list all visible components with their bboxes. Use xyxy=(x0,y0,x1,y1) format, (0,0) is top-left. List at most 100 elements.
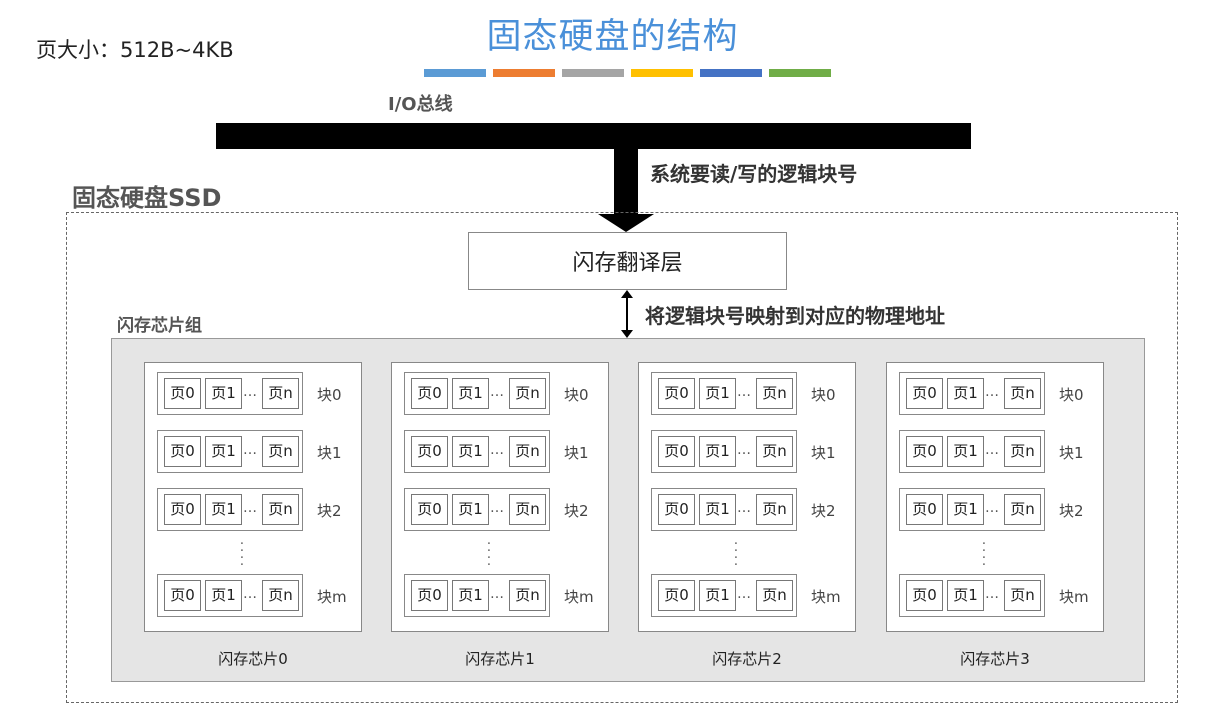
flash-page: 页n xyxy=(509,378,546,409)
flash-page: 页0 xyxy=(658,436,695,467)
ftl-label: 闪存翻译层 xyxy=(572,251,683,276)
block-label: 块2 xyxy=(1059,502,1084,520)
page-ellipsis: … xyxy=(737,586,751,602)
flash-page: 页1 xyxy=(452,378,489,409)
flash-page: 页0 xyxy=(411,436,448,467)
block-label: 块2 xyxy=(564,502,589,520)
flash-page: 页n xyxy=(1004,378,1041,409)
block-label: 块0 xyxy=(1059,386,1084,404)
flash-page: 页0 xyxy=(658,494,695,525)
flash-page: 页1 xyxy=(699,378,736,409)
page-title: 固态硬盘的结构 xyxy=(486,17,739,57)
flash-page: 页0 xyxy=(164,436,201,467)
flash-page: 页n xyxy=(756,580,793,611)
flash-page: 页0 xyxy=(658,378,695,409)
block-label: 块m xyxy=(317,588,347,606)
page-ellipsis: … xyxy=(243,442,257,458)
flash-page: 页0 xyxy=(411,494,448,525)
page-ellipsis: … xyxy=(490,500,504,516)
ssd-label: 固态硬盘SSD xyxy=(72,184,222,212)
flash-page: 页1 xyxy=(452,580,489,611)
flash-page: 页0 xyxy=(164,580,201,611)
color-bar-segment xyxy=(769,69,831,77)
chip-label: 闪存芯片2 xyxy=(712,650,782,668)
bus-down-arrow-shaft xyxy=(614,125,638,218)
color-bar-segment xyxy=(562,69,624,77)
page-ellipsis: … xyxy=(490,442,504,458)
io-bus xyxy=(216,123,971,149)
flash-page: 页n xyxy=(1004,494,1041,525)
flash-page: 页n xyxy=(756,494,793,525)
chip-label: 闪存芯片0 xyxy=(218,650,288,668)
page-ellipsis: … xyxy=(243,586,257,602)
flash-page: 页0 xyxy=(164,494,201,525)
page-ellipsis: … xyxy=(985,586,999,602)
block-ellipsis: ···· xyxy=(733,537,739,573)
read-write-label: 系统要读/写的逻辑块号 xyxy=(650,162,858,186)
block-label: 块1 xyxy=(811,444,836,462)
flash-page: 页0 xyxy=(411,580,448,611)
block-ellipsis: ···· xyxy=(239,537,245,573)
flash-page: 页1 xyxy=(947,580,984,611)
chip-label: 闪存芯片1 xyxy=(465,650,535,668)
page-ellipsis: … xyxy=(985,500,999,516)
color-bar-segment xyxy=(493,69,555,77)
page-ellipsis: … xyxy=(985,384,999,400)
page-ellipsis: … xyxy=(737,500,751,516)
flash-page: 页0 xyxy=(906,436,943,467)
block-ellipsis: ···· xyxy=(486,537,492,573)
flash-page: 页1 xyxy=(947,494,984,525)
page-ellipsis: … xyxy=(490,586,504,602)
flash-page: 页1 xyxy=(205,494,242,525)
page-ellipsis: … xyxy=(490,384,504,400)
flash-page: 页n xyxy=(509,580,546,611)
title-color-bar xyxy=(424,69,831,77)
flash-page: 页1 xyxy=(699,494,736,525)
flash-page: 页0 xyxy=(164,378,201,409)
color-bar-segment xyxy=(631,69,693,77)
flash-page: 页n xyxy=(262,378,299,409)
bidirectional-arrow-icon xyxy=(621,290,633,338)
flash-page: 页1 xyxy=(947,378,984,409)
flash-page: 页1 xyxy=(205,580,242,611)
block-label: 块m xyxy=(811,588,841,606)
flash-page: 页n xyxy=(756,378,793,409)
flash-page: 页n xyxy=(756,436,793,467)
flash-page: 页n xyxy=(1004,580,1041,611)
flash-page: 页n xyxy=(1004,436,1041,467)
block-label: 块1 xyxy=(317,444,342,462)
block-label: 块2 xyxy=(317,502,342,520)
flash-page: 页1 xyxy=(699,436,736,467)
flash-page: 页n xyxy=(262,436,299,467)
flash-page: 页n xyxy=(262,494,299,525)
flash-page: 页1 xyxy=(699,580,736,611)
block-label: 块1 xyxy=(564,444,589,462)
page-ellipsis: … xyxy=(243,384,257,400)
flash-page: 页0 xyxy=(906,378,943,409)
block-label: 块1 xyxy=(1059,444,1084,462)
flash-page: 页n xyxy=(509,494,546,525)
flash-page: 页1 xyxy=(452,494,489,525)
page-ellipsis: … xyxy=(737,442,751,458)
block-label: 块2 xyxy=(811,502,836,520)
block-label: 块m xyxy=(564,588,594,606)
page-size-text: 页大小：512B~4KB xyxy=(36,38,234,62)
flash-page: 页1 xyxy=(205,378,242,409)
block-label: 块0 xyxy=(317,386,342,404)
chip-label: 闪存芯片3 xyxy=(960,650,1030,668)
